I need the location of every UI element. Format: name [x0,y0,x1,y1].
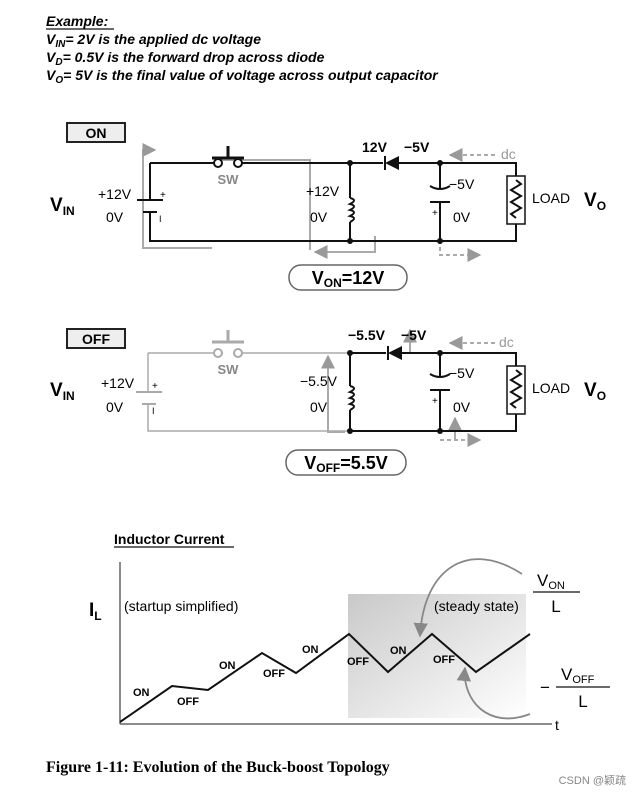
steady-state-region [348,594,526,718]
example-block: Example: VIN= 2V is the applied dc volta… [46,13,439,86]
slope-off-numerator: VOFF [561,665,595,686]
off-segment-label: OFF [263,668,285,680]
off-diode-right-voltage: −5V [401,327,427,343]
off-inductor-top-voltage: −5.5V [300,373,338,389]
slope-off-denominator: L [578,692,587,711]
off-current-path [321,328,495,447]
graph-x-label: t [555,717,559,733]
off-node-dot [437,428,443,434]
off-wires [349,352,517,432]
off-diode [387,346,402,360]
on-vo-label: VO [584,190,606,213]
slope-on-numerator: VON [537,571,565,592]
on-inductor [347,197,355,223]
on-diode-right-voltage: −5V [404,139,430,155]
off-battery-bottom-voltage: 0V [106,399,124,415]
example-line-vin: VIN= 2V is the applied dc voltage [46,31,261,50]
on-vin-label: VIN [50,195,75,218]
on-battery-top-voltage: +12V [98,186,132,202]
off-node-dot [347,428,353,434]
on-circuit: ON + [50,122,606,291]
off-segment-label: OFF [347,656,369,668]
off-inactive-input-loop [147,352,350,432]
on-node-dot [347,238,353,244]
on-capacitor-plus: + [432,208,438,219]
off-capacitor-plus: + [432,396,438,407]
graph-y-label: IL [89,600,102,623]
off-vin-label: VIN [50,380,75,403]
on-node-dot [347,160,353,166]
on-diode [384,156,399,170]
on-node-dot [437,160,443,166]
example-line-vd: VD= 0.5V is the forward drop across diod… [46,49,325,68]
off-dc-label: dc [499,334,514,350]
off-capacitor-bottom-voltage: 0V [453,399,471,415]
off-battery-plus: + [152,381,158,392]
on-state-box [66,122,126,143]
off-switch [212,330,244,358]
on-state-label: ON [86,125,107,141]
on-inductor-bottom-voltage: 0V [310,209,328,225]
on-segment-label: ON [302,644,319,656]
off-segment-label: OFF [177,696,199,708]
on-equation: VON=12V [312,268,385,290]
inductor-current-waveform [119,632,531,723]
graph-title: Inductor Current [114,531,225,547]
on-battery-plus: + [160,190,166,201]
on-capacitor-top-voltage: −5V [449,176,475,192]
on-segment-label: ON [390,645,407,657]
example-heading: Example: [46,13,108,29]
off-inductor [347,385,355,411]
startup-label: (startup simplified) [124,598,238,614]
off-battery [136,391,162,405]
on-inductor-top-voltage: +12V [306,183,340,199]
on-battery-minus: I [159,214,162,224]
slope-on-denominator: L [551,597,560,616]
off-node-dot [347,350,353,356]
on-node-dot [437,238,443,244]
off-load-label: LOAD [532,380,570,396]
on-capacitor-bottom-voltage: 0V [453,209,471,225]
slope-on-arrow [413,558,523,638]
off-equation-pill [285,449,407,476]
on-switch-label: SW [218,172,240,187]
off-vo-label: VO [584,380,606,403]
off-node-dot [437,350,443,356]
on-wires [149,162,517,242]
off-switch-label: SW [218,362,240,377]
steady-state-label: (steady state) [434,598,519,614]
on-segment-label: ON [219,660,236,672]
watermark: CSDN @颖疏 [559,773,626,787]
off-battery-minus: I [152,406,155,416]
off-battery-top-voltage: +12V [101,375,135,391]
off-segment-label: OFF [433,654,455,666]
off-inductor-bottom-voltage: 0V [310,399,328,415]
off-state-box [66,328,126,349]
on-load-resistor [509,179,523,219]
example-line-vo: VO= 5V is the final value of voltage acr… [46,67,439,86]
slope-off-sign: − [540,678,550,697]
on-capacitor [429,185,451,203]
off-capacitor-top-voltage: −5V [449,365,475,381]
on-dc-label: dc [501,146,516,162]
on-load-label: LOAD [532,190,570,206]
off-state-label: OFF [82,331,110,347]
inductor-current-graph: Inductor Current IL t (startup simplifie… [89,531,610,733]
figure-caption: Figure 1-11: Evolution of the Buck-boost… [46,759,390,776]
off-diode-left-voltage: −5.5V [348,327,386,343]
slope-off-arrow [456,666,531,720]
on-switch [212,146,244,168]
off-equation: VOFF=5.5V [304,453,388,475]
on-equation-pill [288,264,408,291]
on-battery-bottom-voltage: 0V [106,209,124,225]
on-diode-left-voltage: 12V [362,139,388,155]
off-load-resistor [509,369,523,409]
off-circuit: OFF SW + I +12V 0V VIN [50,327,606,476]
on-battery [137,199,163,213]
off-capacitor [429,373,451,391]
on-segment-label: ON [133,687,150,699]
